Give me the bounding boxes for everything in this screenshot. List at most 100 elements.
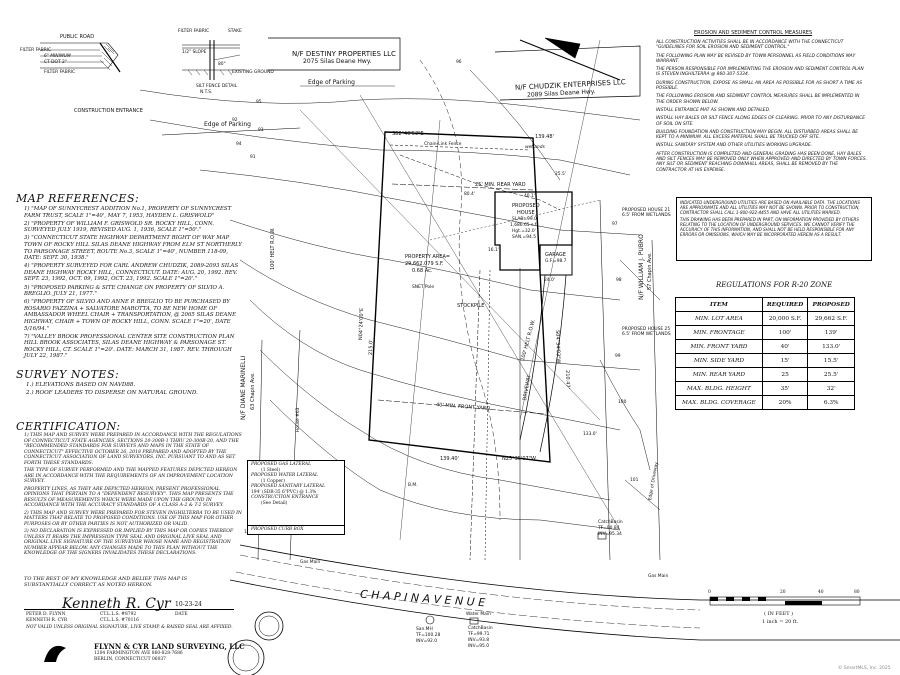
not-valid-notice: NOT VALID UNLESS ORIGINAL SIGNATURE, LIV…: [26, 625, 233, 630]
contour-label: 100: [618, 400, 627, 405]
map-reference-item: 3) "CONNECTICUT STATE HIGHWAY DEPARTMENT…: [24, 235, 242, 262]
row-left: 100' HELT R.O.W.: [270, 227, 276, 270]
table-cell: MIN. REAR YARD: [675, 367, 763, 382]
neighbor-pubro: N/F WILLIAM J. PUBRO: [638, 234, 645, 300]
utility-note: THIS DRAWING HAS BEEN PREPARED IN PART, …: [680, 217, 859, 237]
certification-title: CERTIFICATION:: [16, 420, 121, 433]
proposed-house-25-b: 6.5' FROM WETLANDS: [622, 332, 671, 337]
gas-main-2: Gas Main: [648, 574, 669, 579]
scale-tick: 0: [708, 590, 711, 595]
detail-minimum-depth: 6" MINIMUM: [44, 54, 71, 59]
scale-inch: 1 inch = 20 ft.: [762, 619, 799, 625]
table-cell: 15': [761, 353, 809, 368]
catch-basin-1-tf: TF=90.84: [598, 526, 620, 531]
table-cell: 15.5': [807, 353, 855, 368]
gas-main-1: Gas Main: [300, 560, 321, 565]
contour-label: 93: [258, 128, 264, 133]
erosion-note: DURING CONSTRUCTION, EXPOSE AS SMALL AN …: [656, 80, 862, 92]
san-mh-tf: TF=100.28: [416, 633, 441, 638]
signature-line: [24, 609, 234, 610]
water-lateral-spec: (1 Copper): [261, 478, 285, 484]
table-row: MIN. LOT AREA 20,000 S.F. 29,662 S.F.: [675, 311, 855, 326]
san-mh: San.MH: [416, 627, 433, 632]
proposed-house-21-b: 6.5' FROM WETLANDS: [622, 213, 671, 218]
table-cell: MIN. FRONT YARD: [675, 339, 763, 354]
detail-construction-entrance: CONSTRUCTION ENTRANCE: [74, 108, 143, 114]
bearing-right: S04°34'03"W: [554, 330, 562, 364]
certification-body: 1) THIS MAP AND SURVEY WERE PREPARED IN …: [24, 433, 242, 559]
table-cell: MAX. BLDG. COVERAGE: [675, 395, 763, 410]
table-header-row: ITEM REQUIRED PROPOSED: [675, 297, 855, 312]
bearing-bottom: N25°35'07"W: [502, 456, 536, 462]
survey-note-item: 1.) ELEVATIONS BASED ON NAVD88.: [26, 382, 136, 388]
property-area-label: PROPERTY AREA=: [405, 254, 451, 260]
erosion-note: THE FOLLOWING PLAN MAY BE REVISED BY TOW…: [656, 53, 856, 64]
table-row: MIN. FRONTAGE 100' 139': [675, 325, 855, 340]
neighbor-pubro-address: 57 Chapin Ave.: [647, 252, 653, 290]
table-cell: 35': [761, 381, 809, 396]
dim-80-4: 80.4': [464, 192, 475, 197]
dim-40-1: 40.1': [524, 194, 535, 199]
table-cell: MIN. SIDE YARD: [675, 353, 763, 368]
catch-basin-2: CatchBasin: [468, 626, 493, 631]
table-row: MIN. FRONT YARD 40' 133.0': [675, 339, 855, 354]
detail-filter-fabric-bottom: FILTER FABRIC: [44, 70, 76, 75]
map-reference-item: 7) "VALLEY BROOK PROFESSIONAL CENTER SIT…: [24, 333, 235, 360]
edge-of-parking-left: Edge of Parking: [204, 121, 251, 128]
surveyor-peter-license: CT.L.L.S. #8792: [100, 612, 137, 617]
construction-entrance-see: (See Detail): [261, 500, 288, 506]
neighbor-destiny-address: 2075 Silas Deane Hwy.: [303, 58, 372, 65]
utility-note-box: INDICATED UNDERGROUND UTILITIES ARE BASE…: [676, 197, 872, 261]
distance-left: 215.0': [368, 339, 375, 356]
map-references-title: MAP REFERENCES:: [16, 192, 140, 205]
contour-label: 101: [630, 478, 639, 483]
certification-paragraph: PROPERTY LINES, AS THEY ARE DEPICTED HER…: [24, 486, 234, 509]
sanitary-lateral: PROPOSED SANITARY LATERAL: [251, 484, 325, 489]
copyright: © SmartMLS, Inc. 2025: [838, 666, 891, 671]
catch-basin-2-inv2: INV=95.0: [468, 644, 490, 649]
table-cell: 25: [761, 367, 809, 382]
property-area-sf: 29,662.079 S.F.: [405, 261, 444, 267]
house-slab: SLAB=99.0: [512, 217, 537, 222]
map-reference-item: 5) "PROPOSED PARKING & SITE CHANGE ON PR…: [24, 284, 225, 298]
erosion-note: THE PERSON RESPONSIBLE FOR IMPLEMENTING …: [656, 67, 864, 78]
contour-label: 98: [616, 278, 622, 283]
table-cell: 20,000 S.F.: [761, 311, 809, 326]
best-of-knowledge: TO THE BEST OF MY KNOWLEDGE AND BELIEF T…: [24, 576, 188, 582]
surveyor-signature: Kenneth R. Cyr: [62, 596, 171, 612]
dim-25-5: 25.5': [555, 172, 566, 177]
contour-label: 92: [232, 118, 238, 123]
house-sf: 1,686.65 s.f.: [510, 223, 538, 228]
catch-basin-2-inv: INV=93.8: [468, 638, 490, 643]
detail-public-road: PUBLIC ROAD: [60, 34, 95, 40]
neighbor-marinelli-address: 63 Chapin Ave.: [250, 372, 256, 410]
utility-laterals-box: PROPOSED GAS LATERAL (1 Steel) PROPOSED …: [247, 460, 345, 526]
detail-filter-fabric-fence: FILTER FABRIC: [178, 29, 210, 34]
garage-ff: G.F.=98.7: [545, 259, 567, 264]
bearing-left: N04°24'00"E: [358, 307, 366, 341]
table-cell: MIN. LOT AREA: [675, 311, 763, 326]
table-cell: 29,662 S.F.: [807, 311, 855, 326]
regulations-title: REGULATIONS FOR R-20 ZONE: [716, 281, 833, 289]
erosion-note: AFTER CONSTRUCTION IS COMPLETED AND GENE…: [656, 151, 868, 173]
house-83-label: House #63: [296, 407, 301, 432]
detail-slope: 1/2" SLOPE: [182, 50, 207, 55]
chain-link-fence: Chain-Link Fence: [424, 142, 462, 147]
table-cell: 139': [807, 325, 855, 340]
certification-paragraph: 2) THIS MAP AND SURVEY WERE PREPARED FOR…: [24, 510, 242, 527]
detail-silt-fence: SILT FENCE DETAIL: [196, 84, 238, 89]
gas-lateral-spec: (1 Steel): [261, 467, 280, 473]
erosion-note: INSTALL ENTRANCE MAT AS SHOWN AND DETAIL…: [656, 107, 771, 113]
table-cell: 40': [761, 339, 809, 354]
water-lateral: PROPOSED WATER LATERAL: [251, 473, 318, 478]
contour-label: 95: [256, 100, 262, 105]
contour-label: 91: [250, 155, 256, 160]
column-header: PROPOSED: [807, 297, 855, 312]
surveyor-kenneth: KENNETH R. CYR: [26, 618, 68, 623]
erosion-title: EROSION AND SEDIMENT CONTROL MEASURES: [694, 30, 813, 36]
certification-paragraph: THE TYPE OF SURVEY PERFORMED AND THE MAP…: [24, 468, 238, 484]
table-cell: 133.0': [807, 339, 855, 354]
table-row: MIN. REAR YARD 25 25.5': [675, 367, 855, 382]
map-reference-item: 4) "PROPERTY SURVEYED FOR CARL ANDREW CH…: [24, 263, 239, 283]
